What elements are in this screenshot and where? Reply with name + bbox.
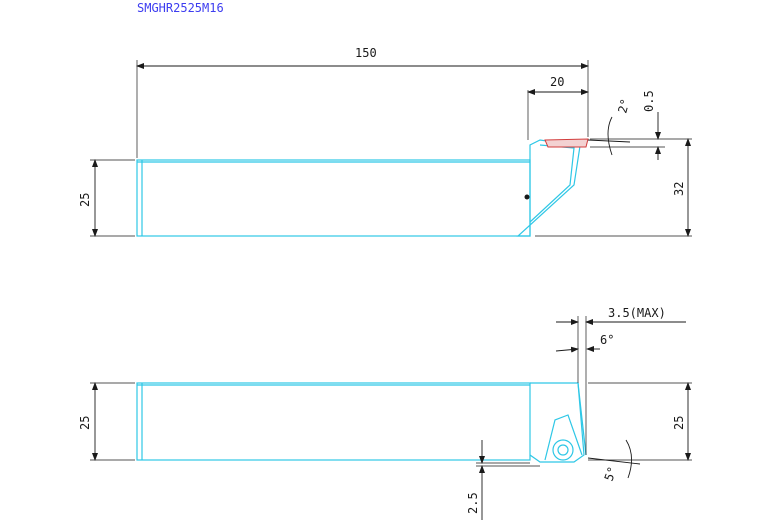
dim-5deg-ref: [587, 457, 641, 465]
dim-6deg-label: 6°: [600, 333, 614, 347]
dim-2deg-label: 2°: [615, 97, 632, 115]
dim-2deg-arc: [607, 116, 613, 156]
dim-25b-label: 25: [78, 416, 92, 430]
bottom-blade-edge: [577, 382, 587, 456]
top-head-inner: [529, 144, 575, 223]
dim-6deg-arrow-left: [555, 346, 579, 353]
top-screw-mark: [524, 194, 530, 200]
top-view: 150 20 2° 0.5 25 32: [78, 46, 692, 237]
bottom-insert-ring: [552, 439, 574, 461]
dim-150-label: 150: [355, 46, 377, 60]
bottom-head-outline: [529, 382, 585, 463]
dim-25c-label: 25: [672, 416, 686, 430]
dim-5deg-label: 5°: [602, 465, 620, 483]
dim-2deg-ref: [587, 139, 631, 143]
drawing-title: SMGHR2525M16: [137, 1, 224, 15]
top-insert: [544, 138, 589, 148]
dim-25-top-label: 25: [78, 193, 92, 207]
top-head-outline: [516, 139, 581, 237]
dim-05-label: 0.5: [642, 90, 656, 112]
dim-35-label: 3.5(MAX): [608, 306, 666, 320]
bottom-shank-outline: [136, 382, 531, 461]
dim-20-label: 20: [550, 75, 564, 89]
bottom-view: 3.5(MAX) 6° 25 25 5° 2.5: [78, 306, 692, 520]
dim-32-label: 32: [672, 182, 686, 196]
bottom-insert-screw: [557, 444, 569, 456]
top-shank-outline: [136, 159, 531, 237]
dim-25drop-label: 2.5: [466, 492, 480, 514]
dim-5deg-arc: [625, 439, 632, 479]
bottom-head-pocket: [544, 414, 583, 461]
